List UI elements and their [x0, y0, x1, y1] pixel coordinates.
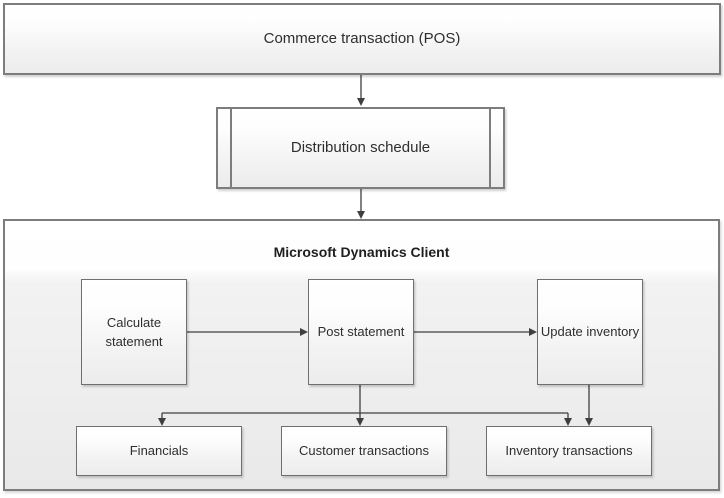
dynamics-client-title: Microsoft Dynamics Client	[273, 244, 450, 260]
node-financials: Financials	[76, 426, 242, 476]
predefined-process-left-bar	[230, 109, 232, 187]
node-update-inventory-label: Update inventory	[540, 324, 640, 340]
node-customer-transactions-label: Customer transactions	[298, 443, 430, 459]
node-customer-transactions: Customer transactions	[281, 426, 447, 476]
node-distribution-schedule-label: Distribution schedule	[290, 138, 431, 156]
node-commerce-transaction-label: Commerce transaction (POS)	[263, 29, 461, 47]
node-post-statement: Post statement	[308, 279, 414, 385]
predefined-process-right-bar	[489, 109, 491, 187]
node-update-inventory: Update inventory	[537, 279, 643, 385]
node-post-statement-label: Post statement	[317, 324, 405, 340]
node-calculate-statement: Calculate statement	[81, 279, 187, 385]
node-inventory-transactions-label: Inventory transactions	[505, 443, 633, 459]
node-calculate-statement-label: Calculate statement	[105, 314, 163, 350]
node-distribution-schedule: Distribution schedule	[216, 107, 505, 189]
node-commerce-transaction: Commerce transaction (POS)	[3, 3, 721, 75]
node-financials-label: Financials	[129, 443, 189, 459]
node-inventory-transactions: Inventory transactions	[486, 426, 652, 476]
